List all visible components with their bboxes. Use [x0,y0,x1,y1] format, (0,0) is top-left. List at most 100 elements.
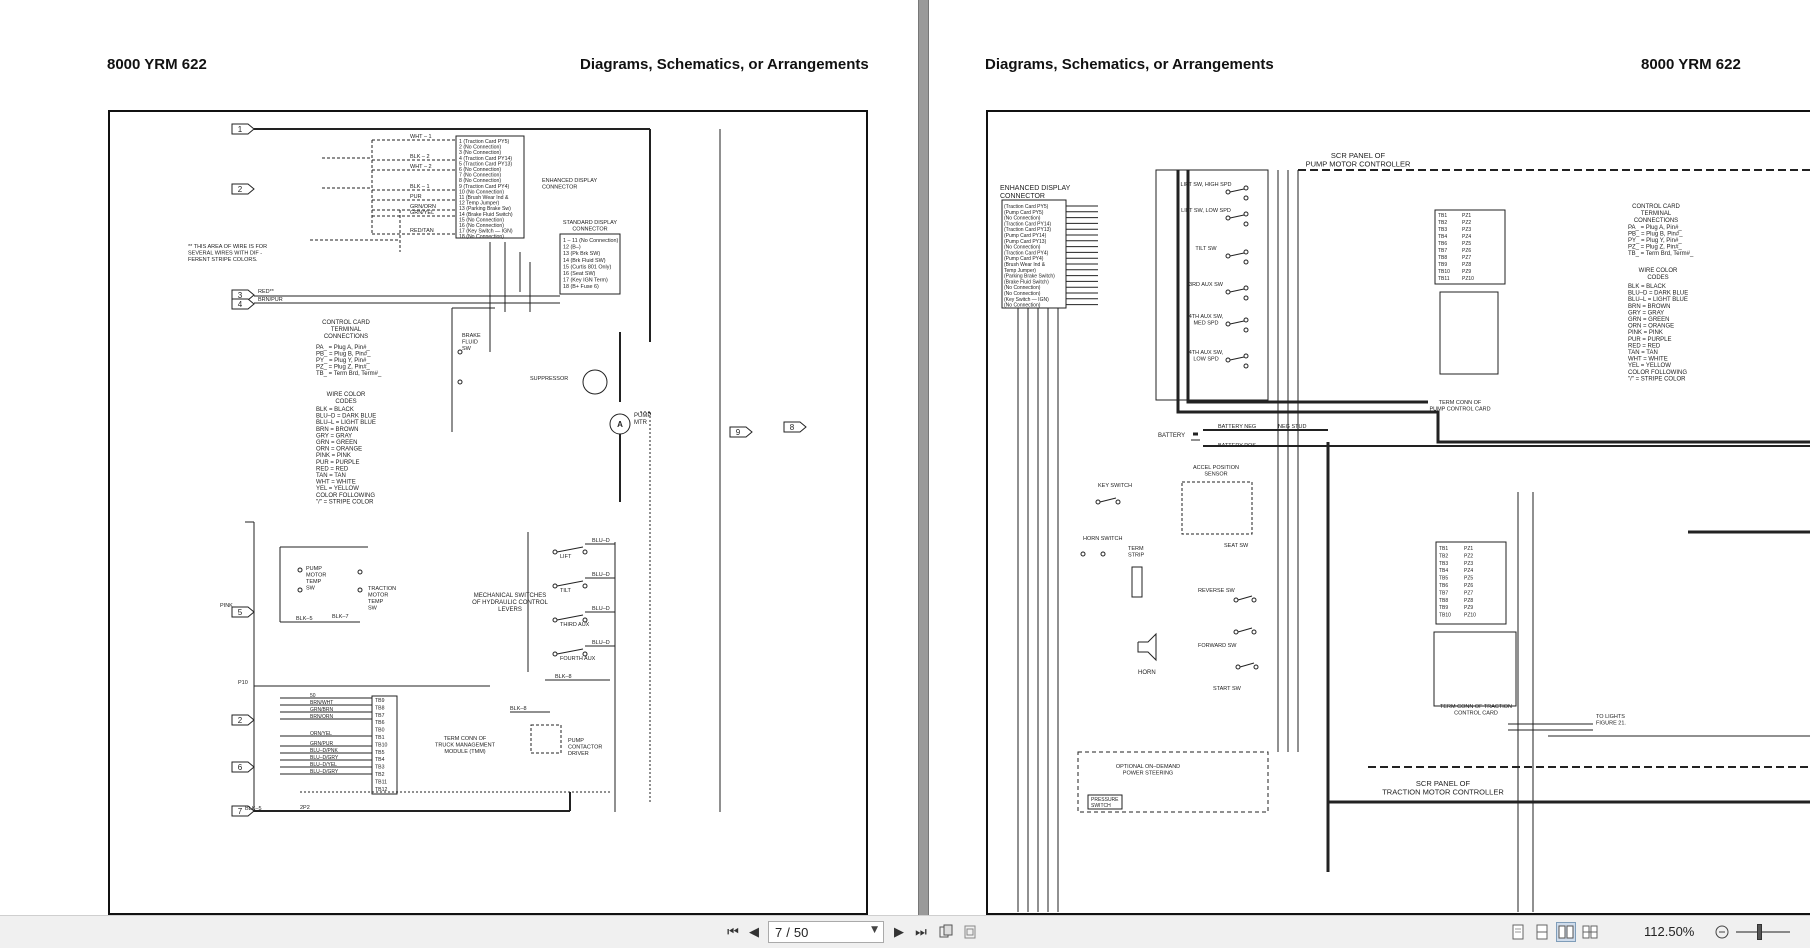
brake-fluid-label: BRAKE [462,333,481,339]
right-page: Diagrams, Schematics, or Arrangements 80… [929,0,1810,915]
wire-color-line: BLU–L = LIGHT BLUE [1628,297,1688,303]
wire-label: BLU–D/PNK [310,748,338,754]
wire-segment [1229,320,1245,325]
next-page-icon[interactable]: ▶ [894,924,904,940]
terminal-circle [1243,211,1249,217]
connector-tag-label: 6 [238,763,243,772]
wire-color-line: BRN = BROWN [316,427,359,433]
single-page-view-icon[interactable] [1508,922,1528,942]
first-page-icon[interactable]: ⏮ [727,924,739,940]
wire-segment [1229,252,1245,257]
pump-temp-label: PUMP [306,566,322,572]
wire-label: GRN/BRN [310,707,333,713]
accel-label: ACCEL POSITION [1193,465,1239,471]
optional-power-steering-box [1077,751,1269,813]
suppressor-circle [582,369,608,395]
wire-color-line: PINK = PINK [1628,330,1663,336]
switch-label: 3RD AUX SW [1189,282,1224,288]
tmm-terminal-label: TB4 [375,757,385,763]
chevron-down-icon[interactable]: ▼ [871,925,878,935]
wire-label: BRN/WHT [310,700,333,706]
note-text: FERENT STRIPE COLORS. [188,257,258,263]
pump-motor-label: PUMP [634,413,651,419]
two-page-view-icon[interactable] [1556,922,1576,942]
terminal-circle [1243,259,1249,265]
terminal-label: TB3 [1438,227,1447,233]
left-page: 8000 YRM 622 Diagrams, Schematics, or Ar… [0,0,918,915]
scr-pump-title: SCR PANEL OF [1331,151,1386,160]
document-viewport[interactable]: 8000 YRM 622 Diagrams, Schematics, or Ar… [0,0,1810,915]
terminal-label: TB1 [1439,546,1448,552]
control-card-line: PY_ = Plug Y, Pin#_ [316,358,370,364]
connector-tag [231,123,255,135]
optional-ps-label: OPTIONAL ON–DEMAND [1116,764,1180,770]
wire-label: RED/TAN [410,228,434,234]
previous-page-icon[interactable]: ◀ [749,924,759,940]
tmm-terminal-label: TB3 [375,765,385,771]
connector-tag-label: 1 [238,125,243,134]
traction-terminal-block [1435,541,1507,625]
enhanced-pin-label: 7 (No Connection) [459,173,501,179]
wire-color-line: ORN = ORANGE [316,447,362,453]
wire-color-title: WIRE COLOR [327,392,366,398]
terminal-circle [1225,189,1231,195]
tmm-terminal-label: TB8 [375,705,385,711]
tmm-terminal-label: TB11 [375,779,387,785]
wire-color-line: GRY = GRAY [1628,310,1664,316]
connector-tag [231,183,255,195]
enhanced-pin-label: (Traction Card PY4) [1004,250,1049,256]
standard-display-label: CONNECTOR [572,227,607,233]
pump-control-card-block [1439,291,1499,375]
continuous-view-icon[interactable] [1532,922,1552,942]
connector-tag-label: 9 [736,428,741,437]
terminal-label: PZ7 [1464,590,1473,596]
traction-temp-label: MOTOR [368,593,388,599]
terminal-label: PZ5 [1464,576,1473,582]
tmm-label: TRUCK MANAGEMENT [435,743,496,749]
fit-page-icon[interactable] [960,922,980,942]
hydraulic-switch-label: LIFT [560,554,572,560]
pump-contactor-label: CONTACTOR [568,745,602,751]
accel-sensor-box [1181,481,1253,535]
zoom-out-icon[interactable] [1712,922,1732,942]
page-divider [918,0,929,915]
enhanced-pin-label: 12 Temp Jumper) [459,201,500,207]
traction-temp-label: TEMP [368,599,384,605]
traction-temp-label: TRACTION [368,586,396,592]
terminal-circle [1243,195,1249,201]
wire-label: WHT – 2 [410,164,432,170]
hydraulic-switch-label: THIRD AUX [560,622,590,628]
zoom-slider-track[interactable] [1736,931,1790,933]
two-page-continuous-icon[interactable] [1580,922,1600,942]
wire-color-line: RED = RED [1628,343,1661,349]
standard-pin-label: 13 (Pk Brk SW) [563,251,600,257]
pressure-switch-box [1087,794,1123,810]
connector-tag [231,298,255,310]
control-card-title: CONTROL CARD [1632,204,1680,210]
zoom-slider-handle[interactable] [1757,924,1762,940]
wire-color-title: CODES [1647,275,1668,281]
wire-segment [556,580,584,587]
enhanced-pin-label: (No Connection) [1004,291,1041,297]
terminal-label: PZ1 [1462,213,1471,219]
terminal-circle [1243,363,1249,369]
wire-segment [1229,356,1245,361]
viewer-toolbar: ⏮ ◀ 7 / 50 ▼ ▶ ⏭ 112.50% [0,915,1810,948]
wire-color-line: COLOR FOLLOWING [1628,370,1687,376]
pump-contactor-label: PUMP [568,738,584,744]
right-section-title: Diagrams, Schematics, or Arrangements [985,56,1274,73]
terminal-label: PZ7 [1462,255,1471,261]
term-strip-label: STRIP [1128,553,1145,559]
zoom-level[interactable]: 112.50% [1644,924,1695,939]
page-number-field[interactable]: 7 / 50 ▼ [768,921,884,943]
wire-segment [1239,662,1255,668]
rotate-icon[interactable] [936,922,956,942]
enhanced-pin-label: 5 (Traction Card PY13) [459,161,512,167]
wire-label: BLK–5 [245,806,262,812]
enhanced-display-label: ENHANCED DISPLAY [1000,185,1071,192]
standard-pin-label: 16 (Seat SW) [563,271,596,277]
enhanced-display-connector [1001,199,1067,309]
last-page-icon[interactable]: ⏭ [915,924,927,940]
enhanced-pin-label: 18 (No Connection) [459,234,504,240]
